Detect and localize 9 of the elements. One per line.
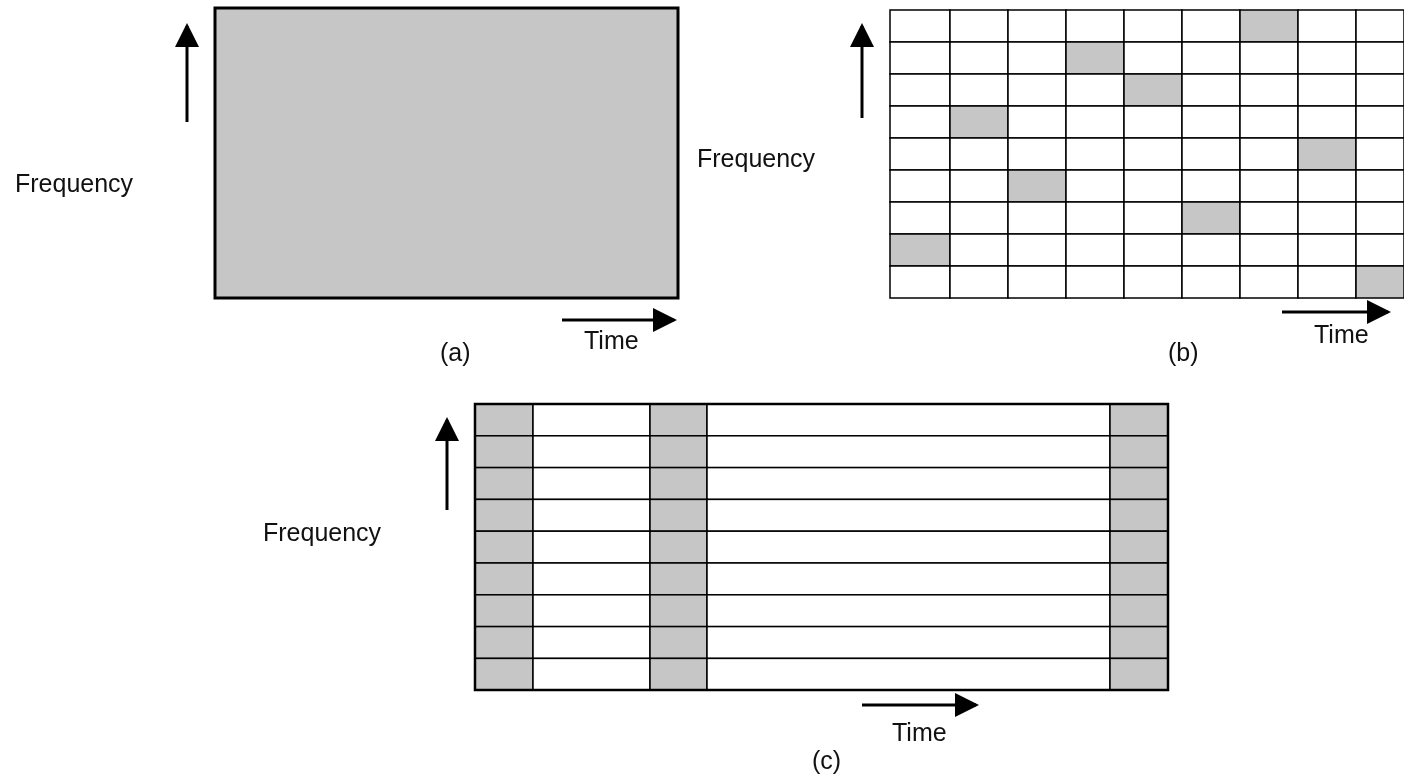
frequency-axis-label: Frequency (15, 171, 134, 196)
panel-label: (a) (440, 340, 471, 365)
time-axis-label: Time (892, 720, 947, 745)
time-axis-label: Time (584, 328, 639, 353)
frequency-axis-label: Frequency (263, 520, 382, 545)
frequency-axis-label: Frequency (697, 146, 816, 171)
panel-label: (b) (1168, 340, 1199, 365)
time-axis-label: Time (1314, 322, 1369, 347)
panel-label: (c) (812, 748, 842, 773)
